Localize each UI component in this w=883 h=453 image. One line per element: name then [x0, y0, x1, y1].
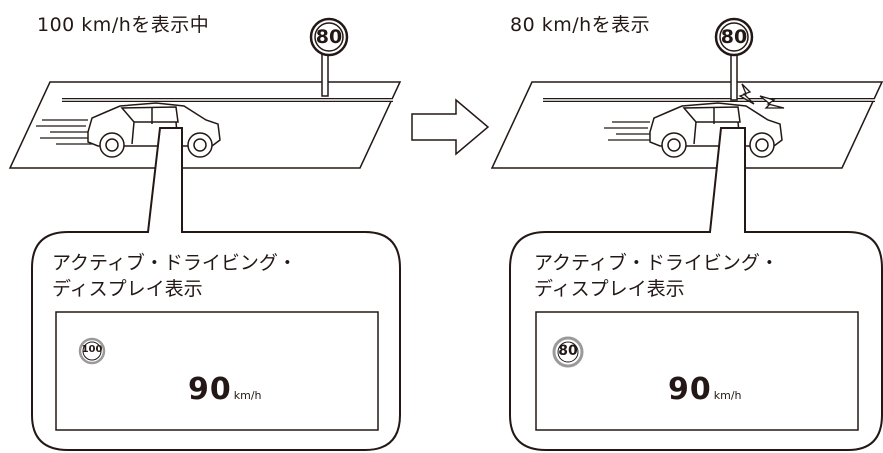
left-display-sign-value: 100	[81, 344, 103, 355]
right-road-scene	[490, 17, 883, 169]
sign-recognition-spark-icon	[738, 83, 785, 109]
right-sign-pole	[730, 53, 738, 101]
left-speed-value: 90	[188, 372, 232, 407]
left-bubble-title-line1: アクティブ・ドライビング・	[52, 252, 297, 274]
left-road-sign-value: 80	[315, 26, 343, 48]
left-speed-unit: km/h	[233, 389, 262, 402]
right-display-sign-icon	[552, 336, 584, 368]
right-display-sign-value: 80	[558, 343, 578, 359]
left-bubble-title-line2: ディスプレイ表示	[52, 278, 203, 300]
left-road-sign-icon	[309, 17, 349, 57]
right-road-sign-icon	[714, 17, 754, 57]
right-bubble-title: アクティブ・ドライビング・ ディスプレイ表示	[534, 250, 779, 302]
right-speed-unit: km/h	[713, 389, 742, 402]
right-bubble-title-line1: アクティブ・ドライビング・	[534, 252, 779, 274]
right-road-sign-value: 80	[720, 26, 748, 48]
transition-arrow-icon	[411, 98, 490, 156]
left-bubble-title: アクティブ・ドライビング・ ディスプレイ表示	[52, 250, 297, 302]
right-caption: 80 km/hを表示	[510, 14, 651, 36]
right-car-icon	[649, 102, 783, 158]
left-sign-pole	[321, 53, 329, 97]
right-bubble-title-line2: ディスプレイ表示	[534, 278, 685, 300]
left-caption: 100 km/hを表示中	[37, 14, 210, 36]
left-display-sign-icon	[78, 337, 106, 365]
left-display-frame	[55, 311, 379, 431]
right-speed-lines	[604, 121, 652, 141]
right-speed-value: 90	[668, 372, 712, 407]
right-display-frame	[535, 311, 859, 431]
left-speed-lines	[36, 119, 92, 145]
